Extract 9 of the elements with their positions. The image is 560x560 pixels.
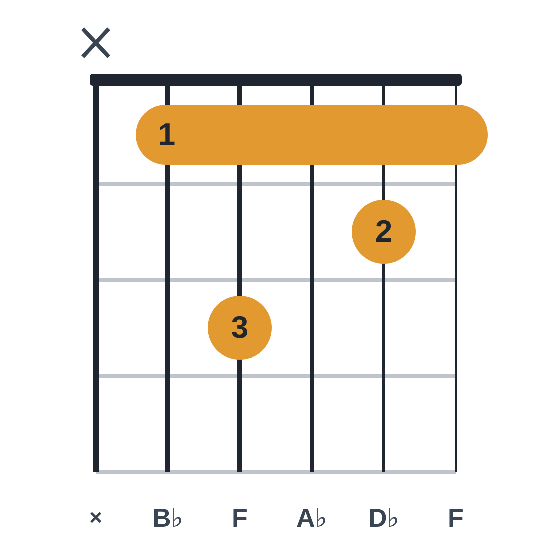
note-name: F [232, 502, 248, 534]
note-name: D♭ [368, 502, 400, 534]
finger-number: 2 [375, 216, 393, 247]
note-name: A♭ [296, 502, 328, 534]
finger-number: 1 [158, 119, 176, 150]
finger-number: 3 [231, 312, 249, 343]
note-name: B♭ [152, 502, 184, 534]
muted-string-label: × [90, 504, 102, 532]
note-name: F [448, 502, 464, 534]
